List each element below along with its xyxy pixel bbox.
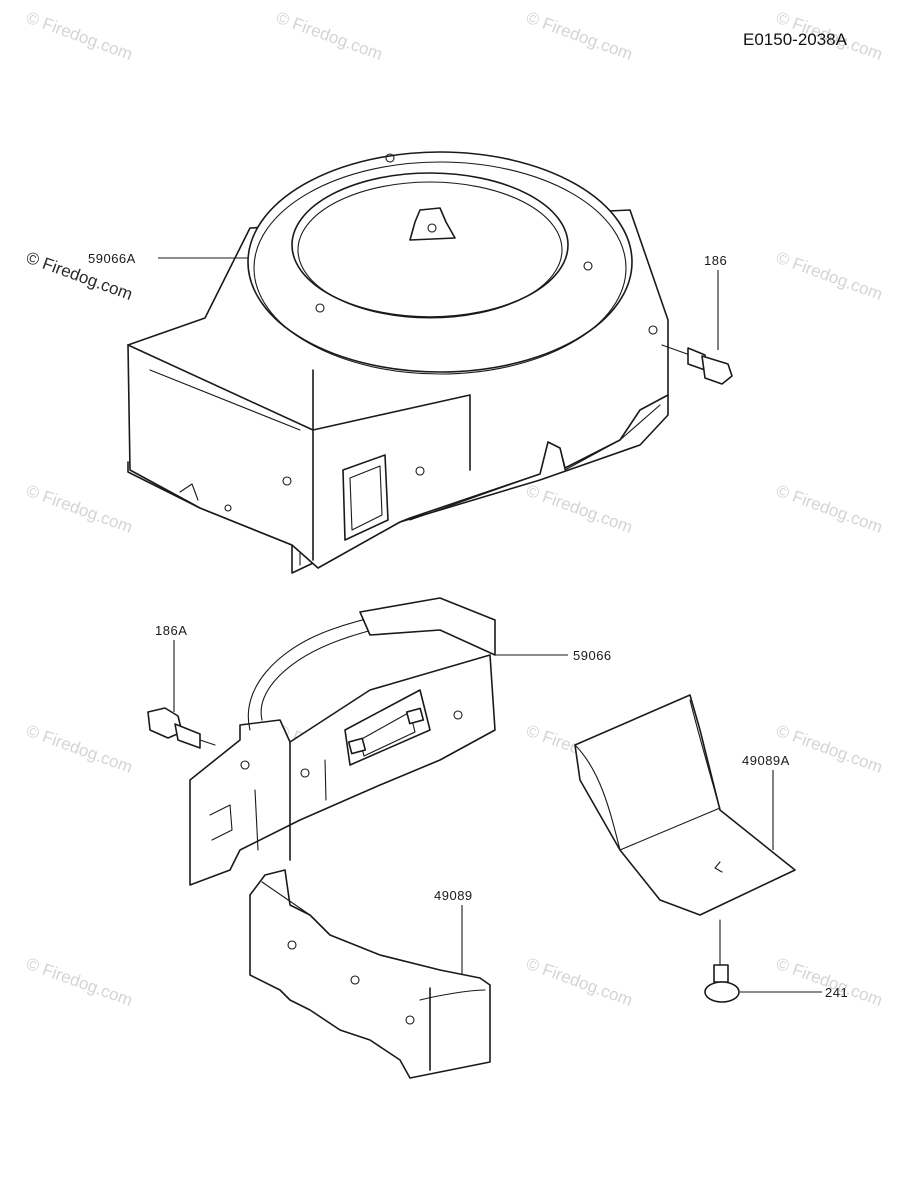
part-labels: 59066A 186 186A 59066 49089A 49089 241 [88, 251, 848, 1000]
watermark: © Firedog.com [24, 481, 135, 537]
watermark: © Firedog.com [524, 481, 635, 537]
watermark: © Firedog.com [24, 8, 135, 64]
watermark: © Firedog.com [774, 721, 885, 777]
part-label: 59066 [573, 648, 612, 663]
watermark: © Firedog.com [524, 954, 635, 1010]
part-186-drawing [661, 344, 733, 385]
part-label: 49089 [434, 888, 473, 903]
watermark: © Firedog.com [24, 954, 135, 1010]
watermark: © Firedog.com [774, 481, 885, 537]
watermark: © Firedog.com [24, 721, 135, 777]
watermark: © Firedog.com [524, 8, 635, 64]
leader-lines [158, 257, 822, 993]
part-186A-drawing [147, 707, 216, 749]
part-label: 186A [155, 623, 187, 638]
part-label: 59066A [88, 251, 136, 266]
part-label: 241 [825, 985, 848, 1000]
part-59066A-drawing [127, 151, 669, 574]
part-label: 186 [704, 253, 727, 268]
watermark: © Firedog.com [774, 248, 885, 304]
watermark: © Firedog.com [774, 954, 885, 1010]
part-49089-drawing [249, 869, 491, 1079]
part-59066-drawing [189, 597, 496, 886]
part-241-drawing [704, 919, 740, 1003]
part-49089A-drawing [574, 694, 796, 916]
watermark: © Firedog.com [274, 8, 385, 64]
part-label: 49089A [742, 753, 790, 768]
diagram-id: E0150-2038A [743, 30, 848, 49]
